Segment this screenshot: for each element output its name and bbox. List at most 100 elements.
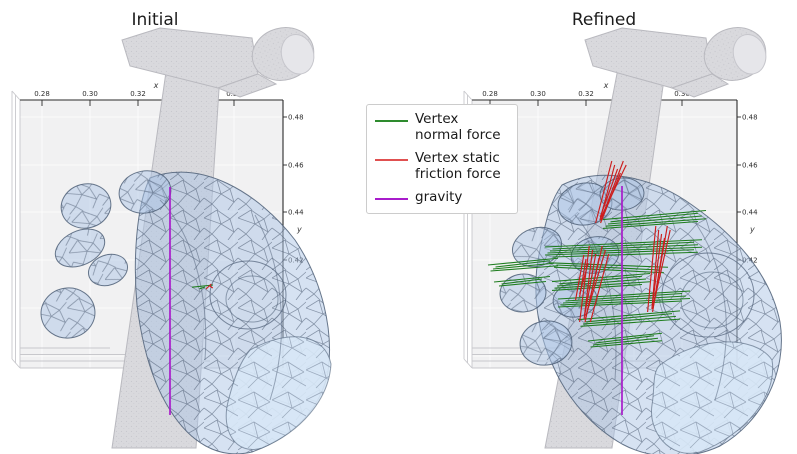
force-line [595, 160, 613, 224]
force-line [589, 253, 610, 323]
force-line [607, 215, 703, 225]
finger [499, 273, 547, 313]
panel-title-initial: Initial [131, 10, 179, 30]
y-tick-label: 0.46 [288, 162, 304, 170]
y-tick-label: 0.46 [742, 162, 758, 170]
force-line [562, 295, 687, 304]
arm-joint-cap [280, 33, 315, 75]
force-line [583, 253, 597, 317]
force-line [493, 275, 551, 283]
legend-label: gravity [415, 188, 463, 205]
panel-refined: 0.28 0.30 0.32 0.34 0.36 x 0.48 0.46 0.4… [463, 27, 782, 454]
y-tick-label: 0.48 [742, 114, 758, 122]
force-line [599, 168, 619, 218]
arm-link-underside [670, 73, 730, 98]
force-line [595, 335, 655, 344]
force-line [548, 262, 669, 268]
force-line [544, 249, 695, 256]
force-line [209, 285, 214, 289]
finger [60, 183, 112, 229]
force-line [602, 220, 699, 229]
force-line [501, 278, 543, 285]
y-tick-label: 0.44 [288, 209, 304, 217]
panel-initial: 0.28 0.30 0.32 0.34 0.36 x 0.48 0.46 0.4… [11, 27, 332, 454]
arm-upper-link [121, 27, 259, 89]
x-tick-label: 0.28 [34, 90, 50, 98]
finger [54, 228, 106, 268]
y-axis-label: y [296, 225, 302, 234]
force-line [552, 241, 695, 250]
force-line [492, 262, 555, 270]
legend-item-normal-force: Vertex normal force [375, 111, 507, 144]
knuckle-ring-inner [680, 271, 744, 329]
force-line [602, 209, 707, 221]
x-tick-label: 0.36 [674, 90, 690, 98]
gravity-line-swatch [375, 197, 408, 200]
friction-force-line-swatch [375, 158, 408, 161]
panel-title-refined: Refined [571, 10, 637, 30]
force-line [552, 251, 699, 258]
x-tick-label: 0.28 [482, 90, 498, 98]
finger [40, 287, 96, 339]
force-line [549, 244, 699, 252]
x-tick-label: 0.30 [82, 90, 98, 98]
arm-joint-cap [732, 33, 767, 75]
force-line [559, 275, 643, 285]
x-tick-label: 0.32 [130, 90, 146, 98]
force-line [205, 283, 212, 290]
normal-force-line-swatch [375, 120, 408, 122]
force-line [556, 264, 661, 271]
force-line [592, 337, 659, 346]
force-line [590, 340, 663, 348]
force-line [487, 257, 559, 266]
force-line [583, 249, 594, 320]
force-line [557, 290, 691, 300]
legend-label: Vertex static friction force [415, 149, 501, 182]
force-line [553, 266, 665, 274]
force-line [495, 260, 551, 268]
force-line [554, 281, 651, 289]
force-line [579, 262, 589, 295]
finger [88, 253, 128, 287]
force-line [652, 229, 671, 307]
force-line [547, 246, 703, 254]
force-line [610, 212, 699, 223]
legend: Vertex normal force Vertex static fricti… [366, 104, 518, 214]
y-tick-label: 0.48 [288, 114, 304, 122]
palm-crease [689, 214, 727, 401]
force-vectors [169, 187, 214, 415]
finger [512, 226, 562, 268]
force-line [580, 318, 681, 327]
force-line [585, 313, 673, 323]
force-line [587, 332, 663, 342]
y-tick-label: 0.44 [742, 209, 758, 217]
force-line [651, 233, 663, 307]
x-tick-label: 0.32 [578, 90, 594, 98]
force-line [551, 272, 651, 283]
force-line [582, 315, 677, 325]
force-line [574, 254, 585, 301]
force-line [577, 310, 681, 321]
y-axis-label: y [749, 225, 755, 234]
finger [519, 320, 573, 366]
force-line [565, 292, 683, 302]
force-line [579, 245, 590, 323]
arm-link-underside [216, 73, 278, 98]
force-line [647, 225, 657, 313]
hand-mesh [40, 170, 332, 454]
force-line [498, 280, 547, 287]
x-axis-label: x [603, 81, 609, 90]
x-tick-label: 0.30 [530, 90, 546, 98]
palm-light-facet [651, 341, 774, 454]
legend-item-friction-force: Vertex static friction force [375, 149, 507, 183]
legend-item-gravity: gravity [375, 188, 507, 206]
force-line [551, 283, 643, 291]
force-line [490, 265, 559, 272]
force-line [544, 239, 703, 248]
legend-label: Vertex normal force [415, 111, 501, 143]
force-line [585, 249, 607, 317]
force-line [600, 164, 627, 218]
knuckle-ring [209, 260, 287, 330]
